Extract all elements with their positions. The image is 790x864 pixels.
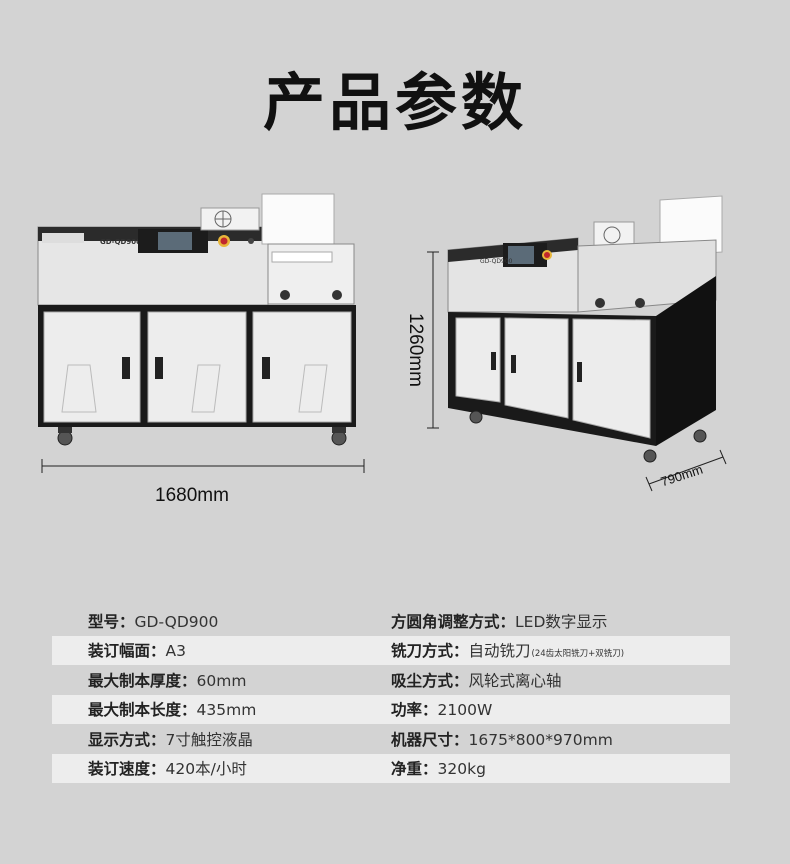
spec-value: 2100W — [437, 701, 493, 720]
page-title: 产品参数 — [262, 66, 527, 139]
spec-row: 最大制本长度：435mm 功率：2100W — [52, 694, 730, 724]
spec-value: 风轮式离心轴 — [468, 671, 562, 690]
spec-value: GD-QD900 — [134, 612, 219, 631]
perspective-view-machine: GD-QD900 — [447, 195, 723, 463]
spec-label: 功率： — [391, 701, 438, 720]
spec-label: 显示方式： — [88, 730, 166, 749]
spec-value: 自动铣刀 — [468, 642, 531, 661]
height-dimension-line — [427, 251, 439, 429]
spec-label: 最大制本厚度： — [88, 671, 197, 690]
spec-value: 60mm — [196, 671, 247, 690]
spec-value: A3 — [165, 642, 186, 661]
front-view-machine: GD-QD900 — [37, 193, 356, 446]
spec-value: LED数字显示 — [515, 612, 608, 631]
spec-row: 装订幅面：A3 铣刀方式：自动铣刀(24齿太阳铣刀+双铣刀) — [52, 635, 730, 665]
spec-label: 装订速度： — [88, 760, 166, 779]
depth-dimension-line — [645, 449, 727, 492]
front-model-label: GD-QD900 — [100, 238, 141, 246]
spec-label: 最大制本长度： — [88, 701, 197, 720]
spec-table: 型号：GD-QD900 方圆角调整方式：LED数字显示 装订幅面：A3 铣刀方式… — [52, 606, 730, 783]
spec-value: 320kg — [437, 760, 486, 779]
spec-label: 净重： — [391, 760, 438, 779]
spec-row: 型号：GD-QD900 方圆角调整方式：LED数字显示 — [52, 606, 730, 636]
spec-label: 吸尘方式： — [391, 671, 469, 690]
side-model-label: GD-QD900 — [480, 258, 513, 265]
spec-row: 显示方式：7寸触控液晶 机器尺寸：1675*800*970mm — [52, 724, 730, 754]
spec-label: 型号： — [88, 612, 135, 631]
spec-note: (24齿太阳铣刀+双铣刀) — [531, 649, 625, 660]
height-label: 1260mm — [405, 313, 426, 387]
spec-value: 1675*800*970mm — [468, 730, 613, 749]
spec-row: 装订速度：420本/小时 净重：320kg — [52, 753, 730, 783]
spec-label: 装订幅面： — [88, 642, 166, 661]
width-label: 1680mm — [155, 485, 229, 506]
spec-label: 机器尺寸： — [391, 730, 469, 749]
spec-row: 最大制本厚度：60mm 吸尘方式：风轮式离心轴 — [52, 665, 730, 695]
spec-label: 方圆角调整方式： — [391, 612, 516, 631]
spec-value: 435mm — [196, 701, 257, 720]
width-dimension-line — [41, 459, 365, 473]
spec-value: 7寸触控液晶 — [165, 730, 253, 749]
spec-label: 铣刀方式： — [391, 642, 469, 661]
spec-value: 420本/小时 — [165, 760, 247, 779]
